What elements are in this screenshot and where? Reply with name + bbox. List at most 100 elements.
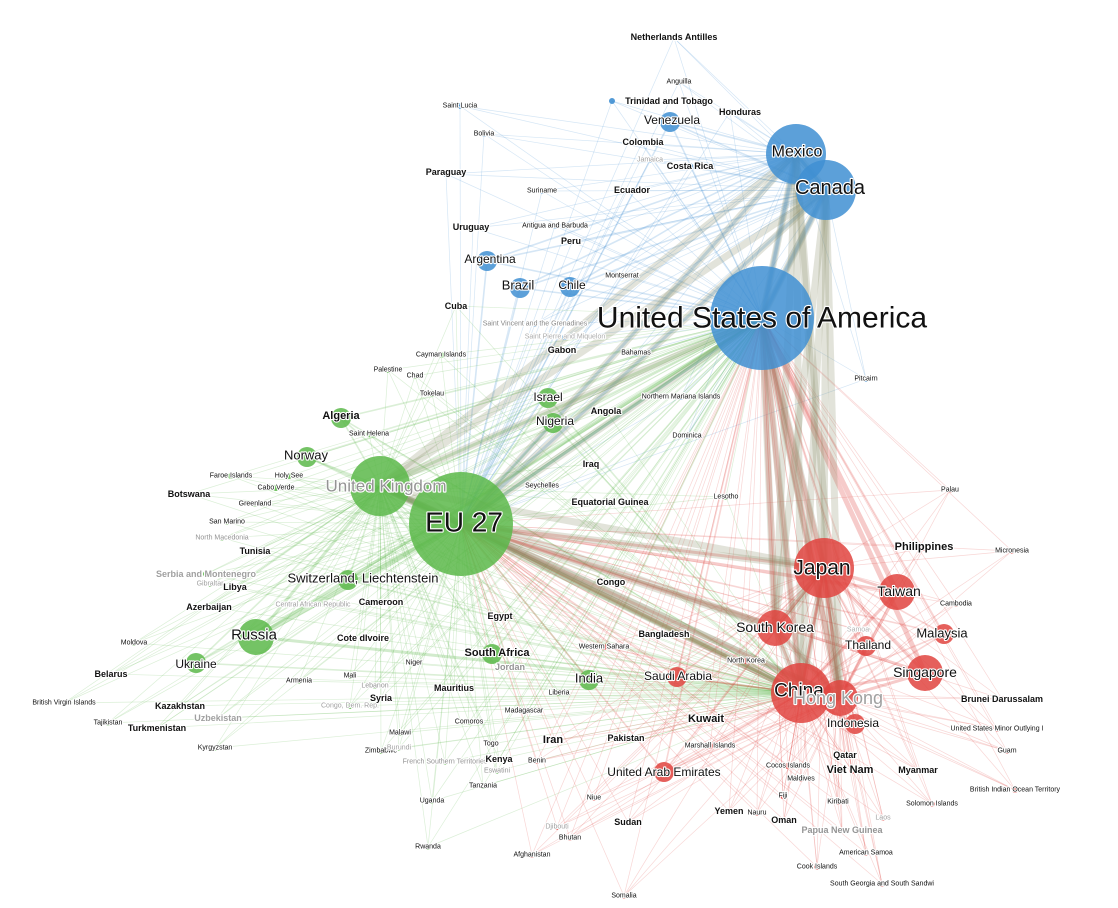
node-cambodia[interactable] xyxy=(953,601,959,607)
node-uk[interactable] xyxy=(350,456,410,516)
node-armenia[interactable] xyxy=(296,678,302,684)
node-lesotho[interactable] xyxy=(723,494,729,500)
node-southgeorgia[interactable] xyxy=(879,881,885,887)
node-sthelena[interactable] xyxy=(366,431,372,437)
node-cayman[interactable] xyxy=(438,352,444,358)
node-brazil[interactable] xyxy=(510,278,530,298)
node-guam[interactable] xyxy=(1004,748,1010,754)
node-bvi[interactable] xyxy=(61,700,67,706)
node-japan[interactable] xyxy=(794,538,854,598)
node-usa[interactable] xyxy=(710,266,814,370)
node-niger[interactable] xyxy=(411,660,417,666)
node-philippines[interactable] xyxy=(921,545,927,551)
node-caboverde[interactable] xyxy=(273,485,279,491)
node-biot[interactable] xyxy=(1012,787,1018,793)
node-taiwan[interactable] xyxy=(879,574,915,610)
node-rwanda[interactable] xyxy=(425,844,431,850)
node-kyrgyzstan[interactable] xyxy=(212,745,218,751)
node-colombia[interactable] xyxy=(639,140,645,146)
node-benin[interactable] xyxy=(534,758,540,764)
node-greenland[interactable] xyxy=(252,501,258,507)
node-algeria[interactable] xyxy=(331,408,351,428)
node-chad[interactable] xyxy=(412,373,418,379)
node-bolivia[interactable] xyxy=(481,131,487,137)
node-thailand[interactable] xyxy=(856,636,876,656)
node-samoaisl[interactable] xyxy=(855,627,861,633)
node-anguilla[interactable] xyxy=(676,79,682,85)
node-israel[interactable] xyxy=(538,388,558,408)
node-myanmar[interactable] xyxy=(915,767,921,773)
node-honduras[interactable] xyxy=(727,109,733,115)
node-somalia[interactable] xyxy=(621,893,627,899)
node-fiji[interactable] xyxy=(780,793,786,799)
node-vietnam[interactable] xyxy=(849,768,855,774)
node-yemen[interactable] xyxy=(726,808,732,814)
node-micronesia[interactable] xyxy=(1009,548,1015,554)
node-djibouti[interactable] xyxy=(554,824,560,830)
node-iraq[interactable] xyxy=(588,461,594,467)
node-belarus[interactable] xyxy=(108,671,114,677)
node-burundi[interactable] xyxy=(396,745,402,751)
node-tajikistan[interactable] xyxy=(105,720,111,726)
node-trinidad[interactable] xyxy=(609,98,615,104)
node-maldives[interactable] xyxy=(798,776,804,782)
node-uruguay[interactable] xyxy=(470,225,476,231)
node-costarica[interactable] xyxy=(687,163,693,169)
node-netherlandsantilles[interactable] xyxy=(671,35,677,41)
node-usminor[interactable] xyxy=(994,726,1000,732)
node-mali[interactable] xyxy=(347,673,353,679)
node-marshall[interactable] xyxy=(707,743,713,749)
node-frenchsouthern[interactable] xyxy=(442,759,448,765)
node-malaysia[interactable] xyxy=(934,624,954,644)
node-holysee[interactable] xyxy=(286,473,292,479)
node-turkmenistan[interactable] xyxy=(154,725,160,731)
node-mexico[interactable] xyxy=(766,124,826,184)
node-ukraine[interactable] xyxy=(186,653,206,673)
node-serbia[interactable] xyxy=(203,571,209,577)
node-saintlucia[interactable] xyxy=(457,103,463,109)
node-switzerland[interactable] xyxy=(338,570,358,590)
node-iran[interactable] xyxy=(550,738,556,744)
node-uzbekistan[interactable] xyxy=(215,715,221,721)
node-samoa[interactable] xyxy=(863,850,869,856)
node-northmacedonia[interactable] xyxy=(219,535,225,541)
node-togo[interactable] xyxy=(488,741,494,747)
node-congo[interactable] xyxy=(608,579,614,585)
node-madagascar[interactable] xyxy=(521,708,527,714)
node-nmariana[interactable] xyxy=(678,394,684,400)
node-cocos[interactable] xyxy=(785,763,791,769)
node-comoros[interactable] xyxy=(466,719,472,725)
node-moldova[interactable] xyxy=(131,640,137,646)
node-paraguay[interactable] xyxy=(443,171,449,177)
node-brunei[interactable] xyxy=(999,696,1005,702)
node-png[interactable] xyxy=(839,827,845,833)
node-pitcairn[interactable] xyxy=(863,376,869,382)
node-eswatini[interactable] xyxy=(494,768,500,774)
node-montserrat[interactable] xyxy=(619,273,625,279)
node-venezuela[interactable] xyxy=(660,112,680,132)
node-india[interactable] xyxy=(579,670,599,690)
node-laos[interactable] xyxy=(880,815,886,821)
node-kazakhstan[interactable] xyxy=(177,703,183,709)
node-chile[interactable] xyxy=(560,277,580,297)
node-libya[interactable] xyxy=(232,584,238,590)
node-cookislands[interactable] xyxy=(814,864,820,870)
node-tanzania[interactable] xyxy=(480,783,486,789)
node-jordan[interactable] xyxy=(507,664,513,670)
node-antigua[interactable] xyxy=(552,223,558,229)
node-solomon[interactable] xyxy=(929,801,935,807)
node-argentina[interactable] xyxy=(477,251,497,271)
node-sanmarino[interactable] xyxy=(224,519,230,525)
node-tokelau[interactable] xyxy=(429,391,435,397)
node-bhutan[interactable] xyxy=(567,835,573,841)
node-malawi[interactable] xyxy=(397,730,403,736)
node-hongkong[interactable] xyxy=(822,680,858,716)
node-eu27[interactable] xyxy=(409,472,513,576)
node-uganda[interactable] xyxy=(429,798,435,804)
node-sudan[interactable] xyxy=(625,819,631,825)
node-kenya[interactable] xyxy=(496,756,502,762)
node-cuba[interactable] xyxy=(453,303,459,309)
node-stpierre[interactable] xyxy=(562,334,568,340)
node-saudiarabia[interactable] xyxy=(667,667,687,687)
node-azerbaijan[interactable] xyxy=(206,604,212,610)
